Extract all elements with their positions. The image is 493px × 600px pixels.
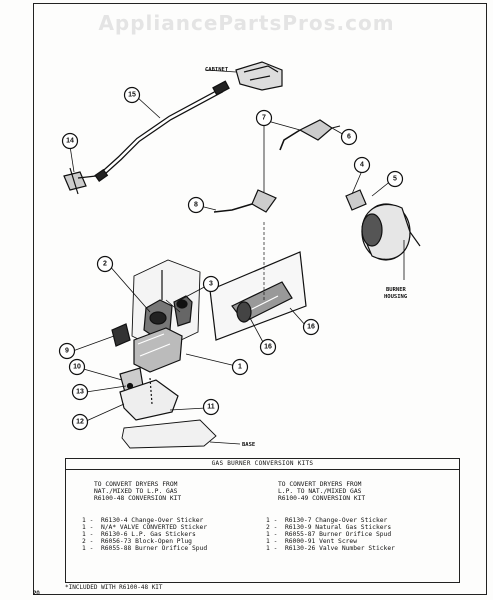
callout-7: 7 — [262, 115, 266, 122]
callout-leaders — [69, 96, 393, 423]
gas-pipe-15 — [94, 80, 230, 182]
callout-12: 12 — [76, 419, 84, 426]
kit-item: 1 - R6000-91 Vent Screw — [266, 538, 357, 546]
kit-item-list: 1 - R6130-7 Change-Over Sticker 2 - R613… — [266, 517, 456, 553]
kit-item-list: 1 - R6130-4 Change-Over Sticker 1 - N/A*… — [82, 517, 262, 553]
kit-column-nat-to-lp: TO CONVERT DRYERS FROM NAT./MIXED TO L.P… — [82, 481, 262, 553]
kit-heading-line: L.P. TO NAT./MIXED GAS — [278, 488, 362, 496]
callout-circles — [58, 86, 404, 431]
mounting-bracket-12 — [119, 377, 179, 421]
burner-housing — [345, 189, 421, 280]
callout-2: 2 — [103, 261, 107, 268]
kit-heading-line: NAT./MIXED TO L.P. GAS — [94, 488, 178, 496]
kit-heading-line: TO CONVERT DRYERS FROM — [94, 481, 178, 488]
kit-item: 1 - R6130-4 Change-Over Sticker — [82, 516, 204, 524]
callout-9: 9 — [65, 348, 69, 355]
kit-heading: TO CONVERT DRYERS FROM L.P. TO NAT./MIXE… — [266, 481, 456, 503]
kit-footnote: *INCLUDED WITH R6100-48 KIT — [65, 584, 163, 591]
burner-assembly-panel — [209, 222, 307, 341]
gas-valve-assembly — [111, 259, 201, 397]
callout-8: 8 — [194, 202, 198, 209]
kit-item: 1 - R6130-26 Valve Number Sticker — [266, 545, 395, 553]
kit-item: 1 - R6130-6 L.P. Gas Stickers — [82, 531, 196, 539]
conversion-kits-table: GAS BURNER CONVERSION KITS TO CONVERT DR… — [65, 458, 460, 583]
callout-11: 11 — [207, 404, 215, 411]
page-frame — [33, 3, 487, 595]
burner-housing-label-line2: HOUSING — [384, 294, 408, 300]
kit-item: 1 - R6130-7 Change-Over Sticker — [266, 516, 388, 524]
kit-item: 2 - R6130-9 Natural Gas Stickers — [266, 523, 392, 531]
callout-6: 6 — [347, 134, 351, 141]
kit-item: 1 - R6055-87 Burner Orifice Spud — [266, 531, 392, 539]
kit-item: 1 - N/A* VALVE CONVERTED Sticker — [82, 523, 208, 531]
kits-title: GAS BURNER CONVERSION KITS — [66, 459, 459, 470]
callout-16: 16 — [307, 324, 315, 331]
callout-3: 3 — [209, 281, 213, 288]
callout-14: 14 — [66, 138, 74, 145]
callout-16-second: 16 — [264, 344, 272, 351]
kit-heading-line: R6100-49 CONVERSION KIT — [278, 495, 366, 503]
kit-column-lp-to-nat: TO CONVERT DRYERS FROM L.P. TO NAT./MIXE… — [266, 481, 456, 553]
page-number: 20 — [33, 591, 40, 597]
callout-4: 4 — [360, 162, 364, 169]
callout-15: 15 — [128, 92, 136, 99]
kit-heading-line: TO CONVERT DRYERS FROM — [278, 481, 362, 488]
base-label: BASE — [242, 442, 255, 448]
kit-heading-line: R6100-48 CONVERSION KIT — [94, 495, 182, 503]
watermark: AppliancePartsPros.com — [98, 11, 395, 35]
callout-10: 10 — [73, 364, 81, 371]
kit-item: 1 - R6055-88 Burner Orifice Spud — [82, 545, 208, 553]
callout-5: 5 — [393, 176, 397, 183]
burner-housing-label-line1: BURNER — [386, 287, 407, 293]
cabinet-bracket — [204, 61, 283, 91]
dryer-base — [121, 419, 241, 449]
callout-13: 13 — [76, 389, 84, 396]
kit-item: 2 - R6056-73 Block-Open Plug — [82, 538, 192, 546]
shutoff-valve-14 — [63, 167, 97, 195]
kit-heading: TO CONVERT DRYERS FROM NAT./MIXED TO L.P… — [82, 481, 262, 503]
flame-sensor-7 — [213, 119, 341, 213]
cabinet-label: CABINET — [205, 67, 229, 73]
callout-1: 1 — [238, 364, 242, 371]
